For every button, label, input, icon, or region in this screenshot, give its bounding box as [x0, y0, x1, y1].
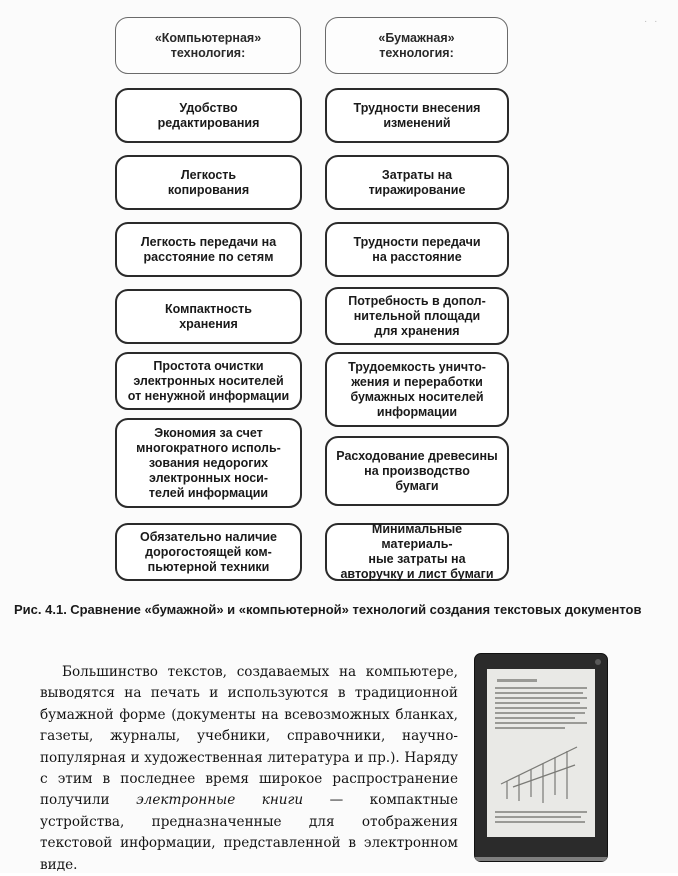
reader-bottom-bar: [475, 857, 607, 861]
right-item-replication-costs: Затраты на тиражирование: [325, 155, 509, 210]
paragraph-emphasis: элек­тронные книги: [136, 792, 303, 808]
right-item-wood-consumption: Расходование древесины на производство б…: [325, 436, 509, 506]
left-item-editing: Удобство редактирования: [115, 88, 302, 143]
reader-screen-content-icon: [487, 669, 595, 837]
left-item-expensive-hardware: Обязательно наличие дорогостоящей ком- п…: [115, 523, 302, 581]
right-item-editing-difficulty: Трудности внесения изменений: [325, 88, 509, 143]
left-item-compact-storage: Компактность хранения: [115, 289, 302, 344]
right-item-disposal-effort: Трудоемкость уничто- жения и переработки…: [325, 352, 509, 427]
ebook-reader-icon: [474, 653, 608, 862]
paragraph-text-start: Большинство текстов, создаваемых на комп…: [40, 664, 458, 808]
left-item-easy-cleanup: Простота очистки электронных носителей о…: [115, 352, 302, 410]
right-item-storage-space: Потребность в допол- нительной площади д…: [325, 287, 509, 345]
right-item-transfer-difficulty: Трудности передачи на расстояние: [325, 222, 509, 277]
reader-screen: [487, 669, 595, 837]
figure-label: Рис. 4.1.: [14, 602, 67, 617]
body-paragraph: Большинство текстов, создаваемых на комп…: [40, 662, 458, 876]
right-item-minimal-costs: Минимальные материаль- ные затраты на ав…: [325, 523, 509, 581]
left-item-reuse-economy: Экономия за счет многократного исполь- з…: [115, 418, 302, 508]
figure-caption-text: Сравнение «бумажной» и «компьютерной» те…: [70, 602, 641, 617]
left-item-copying: Легкость копирования: [115, 155, 302, 210]
reader-button-icon: [595, 659, 601, 665]
left-column-header: «Компьютерная» технология:: [115, 17, 301, 74]
figure-caption: Рис. 4.1. Сравнение «бумажной» и «компью…: [14, 601, 664, 618]
left-item-network-transfer: Легкость передачи на расстояние по сетям: [115, 222, 302, 277]
page-corner-mark: · ·: [644, 16, 659, 27]
right-column-header: «Бумажная» технология:: [325, 17, 508, 74]
